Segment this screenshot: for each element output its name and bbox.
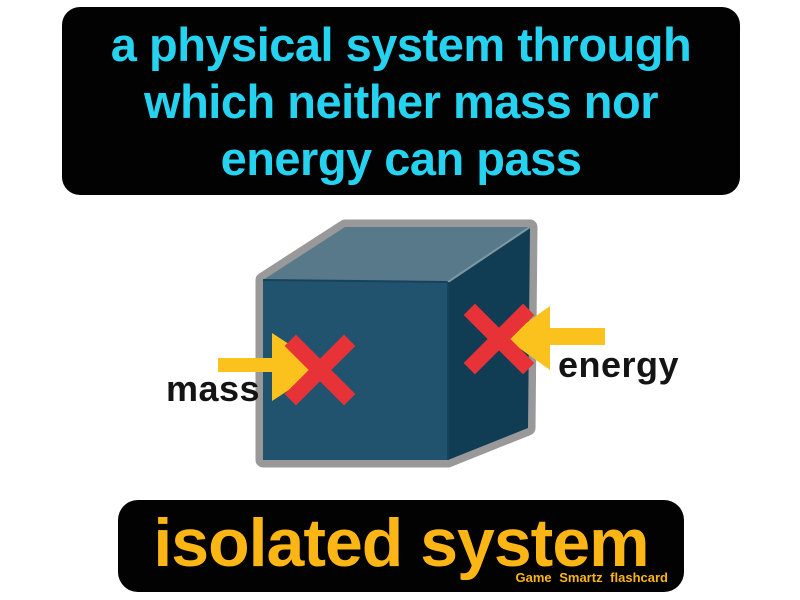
energy-label: energy — [558, 344, 680, 385]
cube-edge-front-top — [262, 279, 449, 283]
mass-blocked-x-icon — [284, 334, 356, 406]
cube-top-face — [263, 227, 530, 282]
term-box: isolated system Game Smartz flashcard — [118, 500, 684, 592]
definition-line-3: energy can pass — [220, 131, 582, 185]
mass-arrow-icon — [218, 333, 324, 401]
energy-blocked-x-icon — [463, 303, 535, 375]
term-title: isolated system — [153, 505, 649, 581]
definition-line-2: which neither mass nor — [144, 74, 658, 128]
cube-edge-side-top — [447, 226, 531, 283]
definition-line-1: a physical system through — [110, 17, 692, 71]
mass-label: mass — [166, 368, 261, 409]
energy-arrow-icon — [505, 306, 605, 370]
definition-box: a physical system through which neither … — [62, 7, 740, 195]
cube-front-face — [263, 280, 448, 460]
credit-label: Game Smartz flashcard — [515, 570, 668, 585]
